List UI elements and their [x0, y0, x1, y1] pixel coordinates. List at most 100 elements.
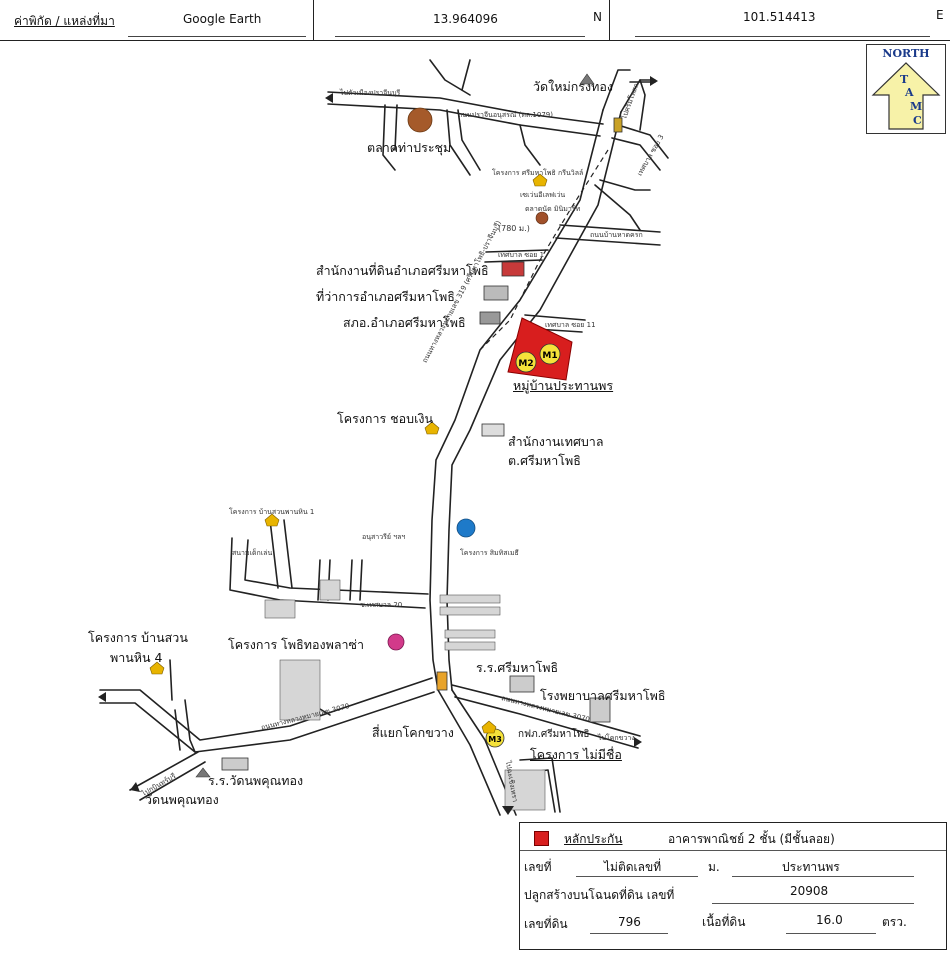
label-soi-road: ถนนบ้านหาดครก [590, 231, 643, 239]
label-780m: (780 ม.) [498, 224, 530, 233]
label-to-prachin: ไปตัวเมืองปราจีนบุรี [340, 89, 401, 97]
soi-1-road [485, 249, 549, 253]
block-row [264, 599, 296, 619]
east-vert-road [639, 79, 646, 131]
lat-underline [335, 36, 585, 37]
panel-land-no-label: เลขที่ดิน [524, 917, 568, 931]
label-ban-suan-1: โครงการ บ้านสวนพานหิน 1 [229, 508, 315, 516]
label-municipal-1: สำนักงานเทศบาล [508, 434, 604, 449]
block-row [439, 594, 501, 604]
arrow-e2-icon [634, 737, 642, 747]
top-road-b [461, 59, 471, 91]
panel-deed-label: ปลูกสร้างบนโฉนดที่ดิน เลขที่ [524, 888, 675, 902]
police-icon [479, 311, 501, 325]
house-icon [424, 421, 440, 435]
hospital-icon [589, 697, 611, 723]
wat-mai-lamp-icon [613, 117, 623, 133]
label-hospital: โรงพยาบาลศรีมหาโพธิ [540, 688, 666, 703]
arrow-sw-icon [130, 782, 140, 792]
panel-land-no-underline [590, 933, 668, 934]
north-letter-c: C [913, 114, 922, 127]
panel-deed-underline [712, 903, 914, 904]
ban-suan-road [269, 519, 279, 589]
lon-value: 101.514413 [743, 10, 816, 24]
label-stadium: สนามเด็กเล่น [232, 549, 273, 557]
road-1079-north [327, 91, 604, 125]
label-municipal-2: ต.ศรีมหาโพธิ [508, 453, 581, 468]
panel-no-label: เลขที่ [524, 860, 552, 874]
label-photong: โครงการ โพธิทองพลาซ่า [228, 637, 365, 652]
ban-suan-road-2 [283, 519, 293, 589]
north-letter-m: M [910, 100, 923, 113]
label-ban-suan-4b: พานหิน 4 [110, 650, 163, 665]
school-icon [509, 675, 535, 693]
panel-area-label: เนื้อที่ดิน [702, 915, 746, 929]
label-soi-11: เทศบาล ซอย 11 [545, 321, 596, 329]
label-talad-mini: ตลาดนัด มินิมาร์ท [525, 205, 581, 213]
lat-value: 13.964096 [433, 12, 498, 26]
header-cell-lon: 101.514413 E [609, 0, 950, 40]
north-title: NORTH [882, 47, 930, 60]
collateral-legend-swatch [534, 831, 549, 846]
panel-area-underline [786, 933, 876, 934]
label-project-srimaha: โครงการ ศรีมหาโพธิ กรีนวิลล์ [492, 169, 584, 177]
label-wat-mai: วัดใหม่กรงทอง [533, 79, 613, 94]
panel-no-value: ไม่ติดเลขที่ [604, 860, 662, 874]
landmark-icons [221, 117, 623, 771]
panel-no-underline [576, 876, 698, 877]
east-top-road-1 [617, 124, 669, 159]
building-blocks [264, 579, 546, 811]
plaza-block [279, 659, 321, 721]
road-1079-south [327, 103, 601, 137]
top-road-a [429, 59, 471, 96]
panel-land-no-value: 796 [618, 915, 641, 929]
label-village: หมู่บ้านประทานพร [513, 378, 614, 393]
panel-building-type: อาคารพาณิชย์ 2 ชั้น (มีชั้นลอย) [668, 832, 835, 846]
label-land-office: สำนักงานที่ดินอำเภอศรีมหาโพธิ [316, 263, 489, 278]
m2-text: M2 [518, 359, 533, 369]
source-value: Google Earth [183, 12, 262, 26]
north-letter-a: A [905, 86, 914, 99]
top-road-f [457, 109, 481, 171]
hwy-3070-east-south [454, 696, 639, 749]
lon-dir: E [936, 8, 944, 22]
label-wat: วัดนพคุณทอง [145, 792, 219, 807]
side-road-3 [349, 559, 353, 601]
distance-route [479, 149, 609, 351]
north-letter-t: T [900, 73, 909, 86]
m3-text: M3 [488, 735, 502, 744]
label-chob-ngern: โครงการ ชอบเงิน [337, 411, 434, 426]
house-icon [149, 661, 165, 675]
north-arrow-box: NORTH T A M C [866, 44, 946, 134]
panel-title: หลักประกัน [564, 832, 623, 846]
label-soi-20: ซ.เทศบาล 20 [360, 601, 403, 609]
soi-bankrok-1 [559, 224, 661, 233]
top-road-c [382, 104, 396, 171]
municipal-icon [481, 423, 505, 437]
arrow-south-icon [502, 806, 514, 815]
district-office-icon [483, 285, 509, 301]
panel-moo-value: ประทานพร [782, 860, 840, 874]
project-sm-icon [456, 518, 476, 538]
label-district-office: ที่ว่าการอำเภอศรีมหาโพธิ [316, 289, 455, 304]
lat-dir: N [593, 10, 602, 24]
se-road-1 [519, 757, 561, 813]
m1-text: M1 [542, 351, 557, 361]
house-icon [264, 513, 280, 527]
wat-icon [195, 767, 211, 778]
block-row [319, 579, 341, 601]
to-kabin-road-1 [129, 751, 199, 791]
label-monument: อนุสาวรีย์ ฯลฯ [362, 533, 406, 541]
top-road-d [394, 104, 398, 151]
photong-icon [387, 633, 405, 651]
panel-area-unit: ตรว. [882, 915, 907, 929]
label-junction: สี่แยกโคกขวาง [372, 725, 454, 740]
road-network [99, 59, 669, 816]
marker-m1 [539, 343, 561, 365]
label-road-1079: ถนนปราจีนอนุสรณ์ (ทล.1079) [458, 111, 553, 119]
coord-label: ค่าพิกัด / แหล่งที่มา [14, 14, 115, 28]
east-top-road-2 [611, 137, 661, 171]
wat-school-icon [221, 757, 249, 771]
block-row [444, 629, 496, 639]
house-icons [149, 173, 548, 734]
